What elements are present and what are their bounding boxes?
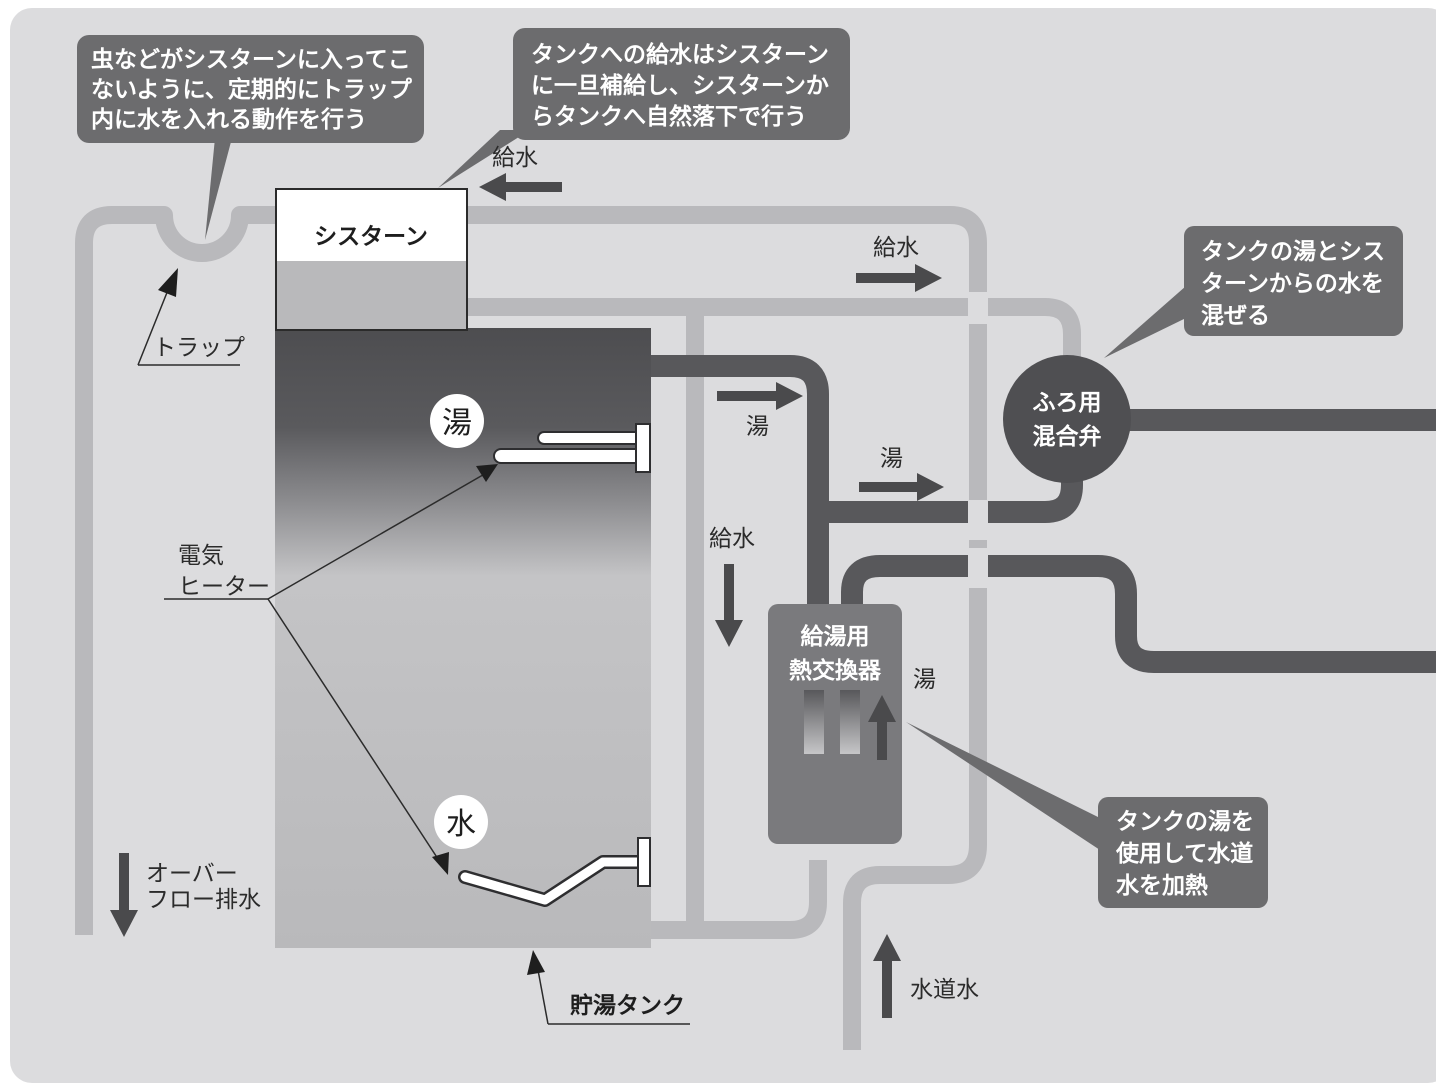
svg-text:混合弁: 混合弁	[1033, 423, 1102, 450]
svg-text:タンクの湯を: タンクの湯を	[1116, 809, 1254, 835]
svg-text:混ぜる: 混ぜる	[1201, 303, 1270, 329]
arrow-supply-down	[715, 564, 743, 647]
label-hot-1: 湯	[746, 414, 769, 440]
cistern: シスターン	[275, 188, 468, 331]
arrow-tap-water	[873, 934, 901, 1018]
heater-label: 電気 ヒーター	[164, 464, 498, 875]
label-tap-water: 水道水	[910, 977, 979, 1003]
label-hot-3: 湯	[913, 667, 936, 693]
svg-text:水: 水	[446, 807, 476, 842]
callout-cistern: タンクへの給水はシスターン に一旦補給し、シスターンか らタンクへ自然落下で行う	[438, 28, 850, 188]
callout-trap: 虫などがシスターンに入ってこ ないように、定期的にトラップ 内に水を入れる動作を…	[77, 35, 424, 240]
label-supply-down: 給水	[709, 526, 755, 552]
overflow-pipe	[75, 206, 275, 935]
svg-text:タンクの湯とシス: タンクの湯とシス	[1201, 239, 1385, 265]
label-supply-right: 給水	[873, 235, 919, 261]
supply-pipe-right-lower	[843, 540, 987, 1050]
arrow-hot-2	[859, 473, 944, 501]
arrow-supply-right	[856, 264, 942, 292]
callout-mixer: タンクの湯とシス ターンからの水を 混ぜる	[1104, 226, 1403, 358]
svg-text:内に水を入れる動作を行う: 内に水を入れる動作を行う	[91, 106, 367, 133]
pipe-gap	[968, 548, 988, 588]
mixing-valve: ふろ用 混合弁	[1003, 355, 1131, 483]
lower-heater	[458, 837, 651, 907]
arrow-supply-top	[479, 173, 562, 201]
label-overflow: オーバー	[146, 861, 238, 887]
svg-text:使用して水道: 使用して水道	[1115, 840, 1253, 867]
svg-text:虫などがシスターンに入ってこ: 虫などがシスターンに入ってこ	[91, 46, 411, 73]
arrow-hot-1	[717, 382, 803, 410]
svg-text:貯湯タンク: 貯湯タンク	[570, 992, 685, 1019]
supply-pipe-top	[466, 206, 987, 500]
svg-text:に一旦補給し、シスターンか: に一旦補給し、シスターンか	[531, 72, 829, 99]
svg-text:タンクへの給水はシスターン: タンクへの給水はシスターン	[531, 41, 829, 68]
svg-text:水を加熱: 水を加熱	[1116, 873, 1208, 899]
pipe-gap	[968, 500, 988, 536]
svg-text:湯: 湯	[442, 406, 472, 441]
storage-tank-label: 貯湯タンク	[527, 950, 690, 1025]
tank-bottom-return	[630, 860, 827, 939]
arrow-overflow	[110, 853, 138, 937]
svg-text:給湯用: 給湯用	[801, 623, 870, 650]
svg-text:電気: 電気	[178, 543, 224, 569]
label-overflow: フロー排水	[146, 887, 261, 913]
label-hot-2: 湯	[880, 446, 903, 472]
label-supply-top: 給水	[492, 145, 538, 171]
hot-badge: 湯	[430, 394, 484, 448]
tap-hot-pipe	[841, 555, 1436, 673]
flow-arrows	[110, 173, 944, 1018]
pipe-gap	[968, 292, 988, 324]
hot-outflow-pipe	[650, 355, 829, 620]
svg-text:シスターン: シスターン	[314, 224, 428, 250]
heat-exchanger: 給湯用 熱交換器	[768, 604, 902, 844]
svg-text:ヒーター: ヒーター	[178, 574, 270, 600]
callout-exchanger: タンクの湯を 使用して水道 水を加熱	[906, 722, 1268, 908]
cold-badge: 水	[434, 795, 488, 849]
svg-text:ないように、定期的にトラップ: ないように、定期的にトラップ	[91, 76, 413, 103]
svg-text:熱交換器: 熱交換器	[789, 657, 882, 684]
arrow-hot-3	[868, 695, 896, 760]
svg-text:らタンクへ自然落下で行う: らタンクへ自然落下で行う	[531, 103, 807, 130]
svg-text:ターンからの水を: ターンからの水を	[1201, 271, 1384, 297]
cold-water-pipes	[75, 206, 1081, 1050]
svg-text:ふろ用: ふろ用	[1033, 390, 1102, 416]
cistern-to-mixer-pipe	[466, 298, 1081, 380]
trap-label: トラップ	[137, 268, 245, 366]
hot-water-pipes	[650, 355, 1436, 673]
upper-heater	[493, 423, 651, 473]
hot-to-mixer-pipe	[818, 430, 1083, 523]
svg-text:トラップ: トラップ	[153, 335, 245, 361]
